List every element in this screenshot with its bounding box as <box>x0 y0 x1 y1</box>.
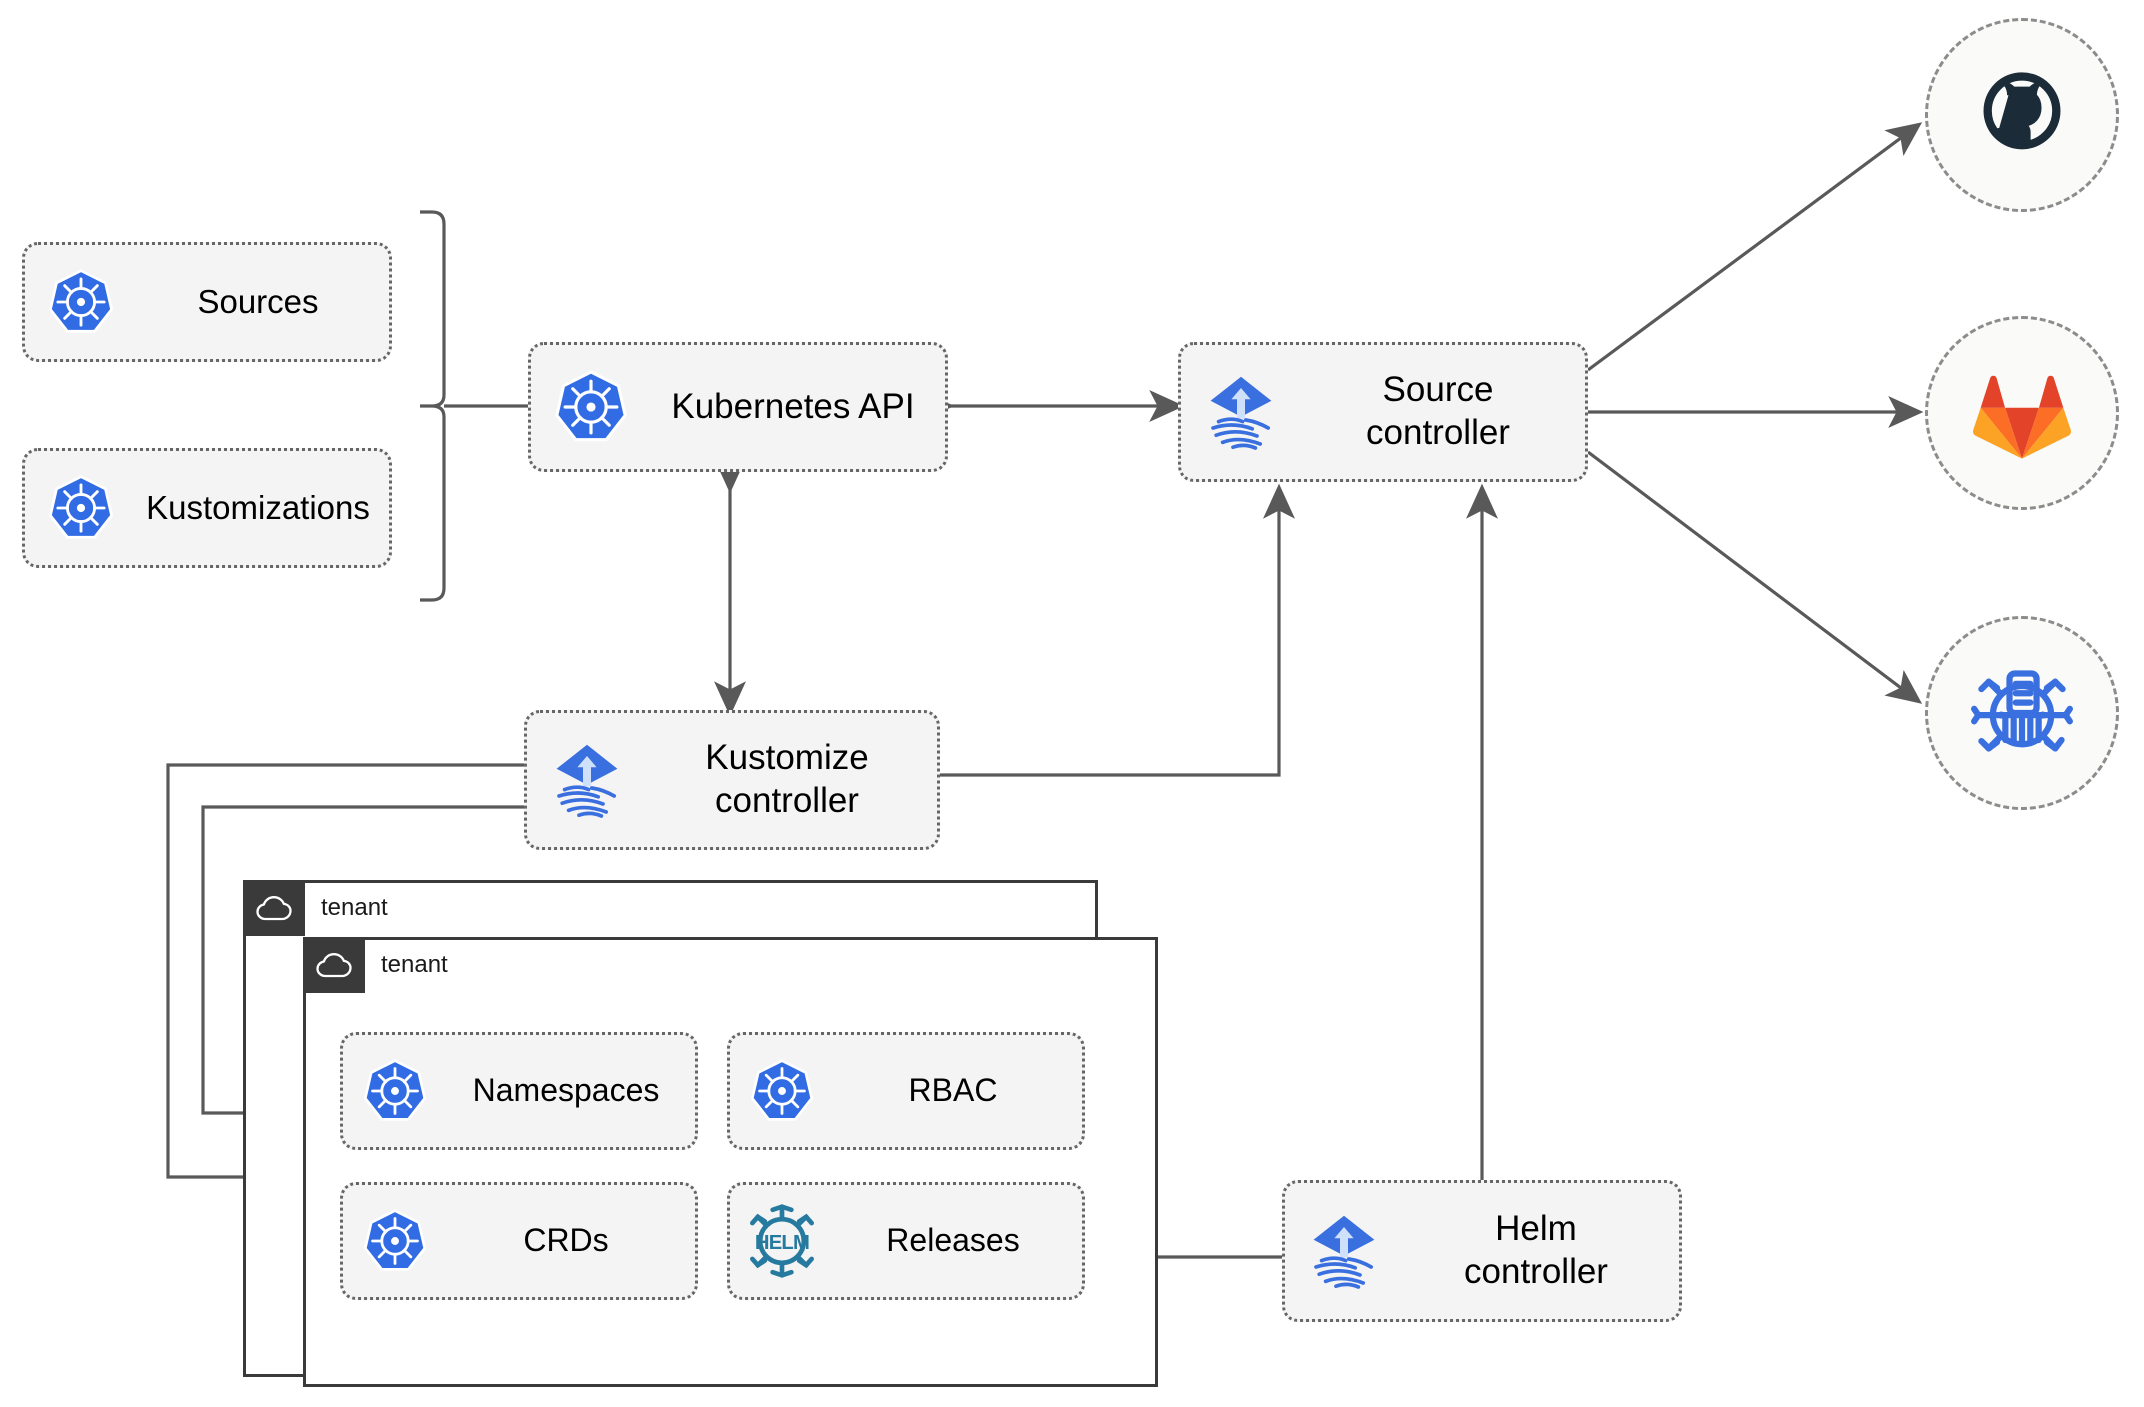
node-kustomize-controller[interactable]: Kustomize controller <box>524 710 940 850</box>
node-source-controller-label: Source controller <box>1366 370 1510 452</box>
provider-gitlab[interactable] <box>1925 316 2119 510</box>
node-source-controller[interactable]: Source controller <box>1178 342 1588 482</box>
kubernetes-icon <box>343 1058 447 1124</box>
tenant-inner-label: tenant <box>381 951 448 978</box>
tenant-inner-header: tenant <box>303 937 448 993</box>
kubernetes-icon <box>25 474 137 542</box>
node-helm-controller[interactable]: Helm controller <box>1282 1180 1682 1322</box>
github-icon <box>1983 72 2061 150</box>
tenant-outer-label: tenant <box>321 894 388 921</box>
cloud-icon <box>243 880 305 936</box>
node-sources-label: Sources <box>197 282 319 320</box>
node-rbac-label: RBAC <box>908 1072 998 1109</box>
flux-icon <box>1181 372 1301 452</box>
node-namespaces[interactable]: Namespaces <box>340 1032 698 1150</box>
flux-icon <box>527 740 647 820</box>
kubernetes-icon <box>25 268 137 336</box>
node-crds[interactable]: CRDs <box>340 1182 698 1300</box>
node-sources[interactable]: Sources <box>22 242 392 362</box>
node-releases[interactable]: HELM Releases <box>727 1182 1085 1300</box>
gitlab-icon <box>1973 375 2071 459</box>
node-crds-label: CRDs <box>523 1222 609 1259</box>
kubernetes-icon <box>343 1208 447 1274</box>
helm-icon: HELM <box>730 1202 834 1280</box>
node-rbac[interactable]: RBAC <box>727 1032 1085 1150</box>
kubernetes-icon <box>730 1058 834 1124</box>
node-kustomizations-label: Kustomizations <box>146 488 370 526</box>
tenant-outer-header: tenant <box>243 880 388 936</box>
node-releases-label: Releases <box>886 1222 1020 1259</box>
tenant-window-inner[interactable]: tenant <box>303 937 1158 1387</box>
node-helm-controller-label: Helm controller <box>1464 1209 1608 1291</box>
kubernetes-icon <box>531 369 651 445</box>
provider-github[interactable] <box>1925 18 2119 212</box>
node-kustomize-controller-label: Kustomize controller <box>705 738 869 820</box>
node-namespaces-label: Namespaces <box>472 1072 660 1109</box>
provider-helm-repository[interactable] <box>1925 616 2119 810</box>
helm-repository-icon <box>1971 670 2073 752</box>
node-kubernetes-api[interactable]: Kubernetes API <box>528 342 948 472</box>
node-kubernetes-api-label: Kubernetes API <box>671 386 915 426</box>
cloud-icon <box>303 937 365 993</box>
svg-text:HELM: HELM <box>755 1232 809 1254</box>
flux-icon <box>1285 1211 1403 1291</box>
node-kustomizations[interactable]: Kustomizations <box>22 448 392 568</box>
